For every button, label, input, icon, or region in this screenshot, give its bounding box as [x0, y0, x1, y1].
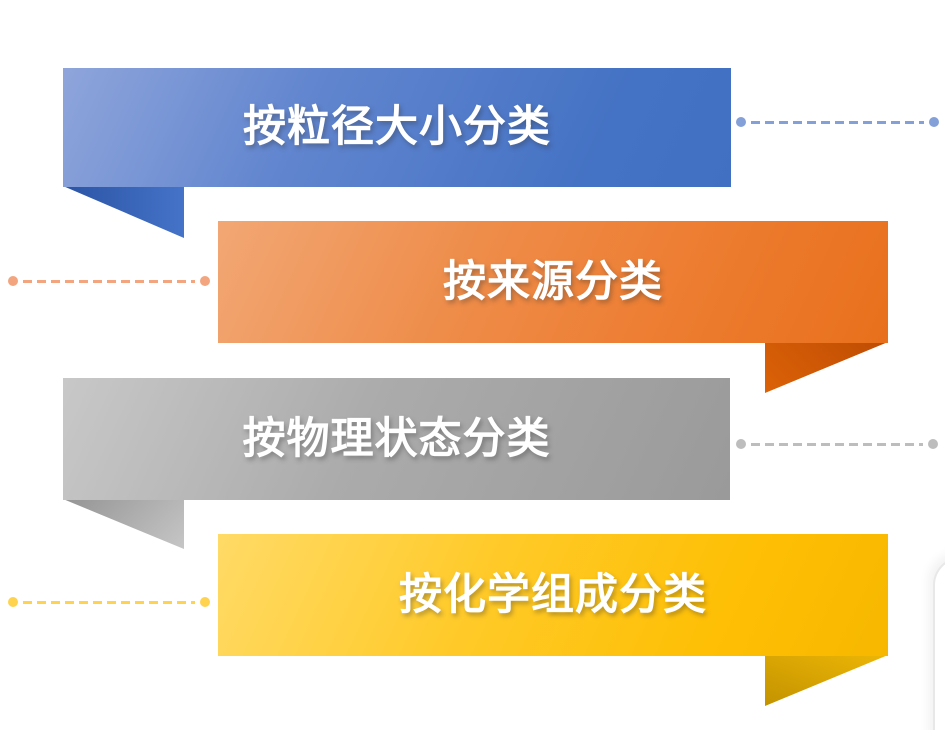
banner-label-particle-size: 按粒径大小分类: [243, 103, 551, 151]
banner-physical-state: 按物理状态分类: [63, 378, 730, 500]
connector-particle-size-right: [736, 117, 939, 127]
connector-physical-state-right: [736, 439, 938, 449]
ribbon-fold-physical-state: [63, 499, 184, 549]
background-card-edge: [933, 557, 945, 730]
ribbon-fold-source: [765, 342, 888, 393]
banner-label-physical-state: 按物理状态分类: [242, 414, 551, 463]
connector-end-dot: [736, 117, 746, 127]
connector-end-dot: [929, 117, 939, 127]
connector-end-dot: [928, 439, 938, 449]
connector-end-dot: [8, 276, 18, 286]
connector-dashed-line: [23, 279, 195, 283]
banner-chemical-composition: 按化学组成分类: [218, 534, 888, 656]
ribbon-fold-chemical-composition: [765, 655, 888, 706]
connector-end-dot: [200, 276, 210, 286]
banner-label-chemical-composition: 按化学组成分类: [399, 570, 707, 619]
connector-end-dot: [736, 439, 746, 449]
connector-dashed-line: [751, 120, 924, 124]
banner-particle-size: 按粒径大小分类: [63, 68, 731, 187]
connector-dashed-line: [751, 442, 923, 446]
connector-chemical-composition-left: [8, 597, 210, 607]
connector-end-dot: [8, 597, 18, 607]
ribbon-fold-particle-size: [63, 186, 184, 238]
banner-label-source: 按来源分类: [443, 257, 663, 306]
banner-source: 按来源分类: [218, 221, 888, 343]
connector-source-left: [8, 276, 210, 286]
connector-end-dot: [200, 597, 210, 607]
connector-dashed-line: [23, 600, 195, 604]
